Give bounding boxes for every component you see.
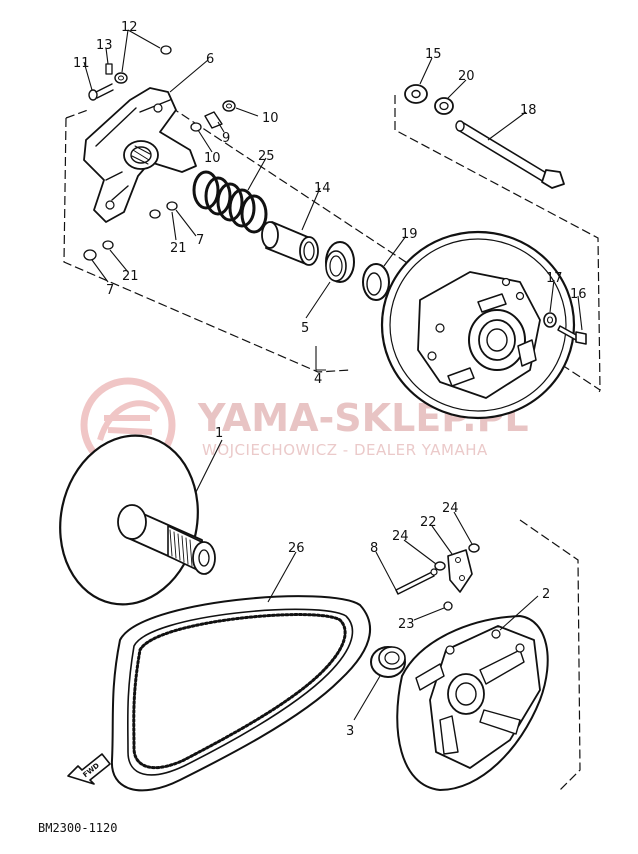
primary-assembly-boundary-top (65, 109, 89, 119)
callout-9: 9 (222, 131, 230, 146)
forward-arrow: FWD (67, 753, 111, 785)
screw-part-23 (443, 601, 453, 611)
secondary-sheave-part-2 (396, 615, 549, 791)
bolt-group-parts-15-18-20 (404, 84, 565, 189)
callout-17: 17 (546, 271, 563, 286)
nut-parts-7-21 (83, 201, 178, 261)
callout-5: 5 (301, 321, 309, 336)
callout-16: 16 (570, 287, 587, 302)
pin-part-8 (395, 568, 438, 595)
bolt-group-boundary (394, 95, 601, 391)
collar-part-14 (261, 221, 319, 266)
callout-1: 1 (215, 426, 223, 441)
callout-7a: 7 (196, 233, 204, 248)
primary-cover-part-4 (380, 230, 576, 420)
callout-2: 2 (542, 587, 550, 602)
collar-part-13 (105, 63, 113, 75)
assembly-boundaries (63, 95, 601, 791)
callout-15: 15 (425, 47, 442, 62)
callout-26: 26 (288, 541, 305, 556)
ring-part-3 (370, 646, 406, 678)
callout-24a: 24 (392, 529, 409, 544)
secondary-assembly-boundary (519, 519, 581, 791)
callout-21a: 21 (170, 241, 187, 256)
bolt-part-11 (88, 83, 114, 101)
callout-labels: 1 2 3 4 5 6 7 7 8 9 10 10 11 12 13 14 15… (73, 20, 587, 739)
callout-10a: 10 (262, 111, 279, 126)
callout-4: 4 (314, 372, 322, 387)
washer-part-12 (114, 45, 172, 84)
bolt-parts-16-17 (543, 312, 587, 345)
callout-23: 23 (398, 617, 415, 632)
callout-19: 19 (401, 227, 418, 242)
callout-18: 18 (520, 103, 537, 118)
callout-24b: 24 (442, 501, 459, 516)
callout-20: 20 (458, 69, 475, 84)
pin-and-slider-parts-8-22-23-24 (395, 543, 480, 611)
slider-part-22 (447, 549, 473, 593)
callout-8: 8 (370, 541, 378, 556)
callout-22: 22 (420, 515, 437, 530)
nut-part-24 (434, 543, 480, 571)
diagram-code: BM2300-1120 (38, 821, 117, 835)
drive-belt-part-26 (110, 595, 371, 792)
weight-parts-9-10 (190, 100, 236, 132)
callout-7b: 7 (106, 283, 114, 298)
callout-13: 13 (96, 38, 113, 53)
callout-12: 12 (121, 20, 138, 35)
washer-part-15 (404, 84, 428, 104)
bearing-part-5 (325, 241, 355, 283)
sheave-part-1 (59, 434, 216, 606)
lock-washer-part-20 (434, 97, 454, 115)
callout-10b: 10 (204, 151, 221, 166)
upper-left-hardware (83, 45, 236, 261)
callout-11: 11 (73, 56, 90, 71)
spring-part-25 (192, 170, 268, 234)
primary-assembly-boundary-left (63, 117, 351, 373)
callout-14: 14 (314, 181, 331, 196)
long-bolt-part-18 (455, 120, 565, 189)
leader-lines (83, 29, 583, 721)
callout-3: 3 (346, 724, 354, 739)
callout-21b: 21 (122, 269, 139, 284)
ring-part-19 (362, 263, 390, 301)
callout-25: 25 (258, 149, 275, 164)
callout-6: 6 (206, 52, 214, 67)
fixed-sheave-part-6 (83, 87, 197, 223)
watermark-subtitle: WOJCIECHOWICZ - DEALER YAMAHA (202, 441, 488, 459)
